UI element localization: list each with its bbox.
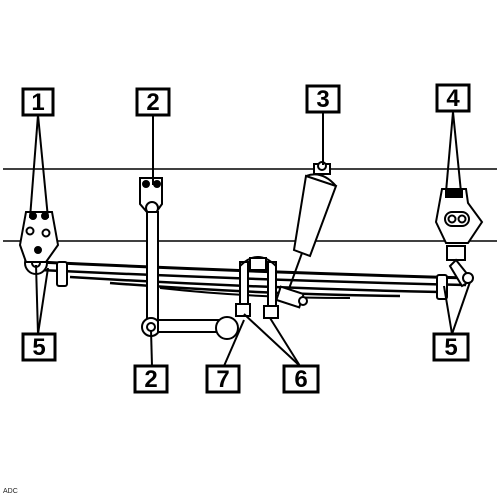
chassis-frame (3, 168, 497, 242)
left-hanger-bracket (18, 211, 60, 263)
callout-5-left: 5 (21, 332, 57, 362)
leader-lines (29, 111, 471, 367)
callout-6: 6 (282, 364, 320, 394)
callout-1-label: 1 (31, 89, 44, 116)
callout-2-bottom: 2 (133, 364, 169, 394)
shock-absorber (275, 161, 338, 309)
callout-2-bottom-label: 2 (144, 366, 157, 393)
callout-5-right-label: 5 (444, 334, 457, 361)
credit-label: ADC (3, 488, 18, 495)
callout-1: 1 (21, 87, 55, 117)
callout-3: 3 (305, 84, 341, 114)
callout-4: 4 (435, 83, 471, 113)
callout-2-top: 2 (135, 87, 171, 117)
callout-5-left-label: 5 (32, 334, 45, 361)
right-hanger-bracket (434, 188, 484, 300)
callout-7-label: 7 (216, 366, 229, 393)
callout-7: 7 (205, 364, 241, 394)
torque-rod (139, 177, 239, 340)
callout-3-label: 3 (316, 86, 329, 113)
callout-5-right: 5 (432, 332, 470, 362)
u-bolts (235, 256, 279, 319)
callout-6-label: 6 (294, 366, 307, 393)
callout-4-label: 4 (446, 85, 460, 112)
callout-2-top-label: 2 (146, 89, 159, 116)
